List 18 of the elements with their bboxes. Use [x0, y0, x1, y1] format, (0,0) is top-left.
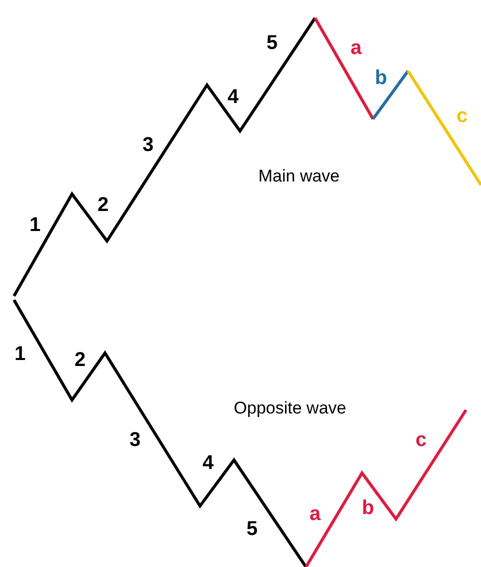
wave-label: 5 [246, 519, 258, 539]
wave-title: Opposite wave [234, 400, 346, 416]
wave-label: 3 [129, 430, 141, 450]
wave-label: 2 [97, 195, 109, 215]
wave-label: 5 [266, 33, 278, 53]
wave-label: 1 [14, 344, 26, 364]
wave-label: 4 [202, 453, 214, 473]
wave-label: b [362, 498, 374, 518]
wave-label: 1 [29, 215, 41, 235]
wave-label: c [456, 106, 468, 126]
wave-label: 4 [227, 87, 239, 107]
wave-label: 3 [142, 135, 154, 155]
wave-label: a [309, 504, 321, 524]
wave-label: 2 [74, 350, 86, 370]
wave-title: Main wave [258, 168, 340, 184]
wave-label: c [415, 430, 427, 450]
wave-label: a [350, 38, 362, 58]
wave-label: b [374, 68, 388, 88]
